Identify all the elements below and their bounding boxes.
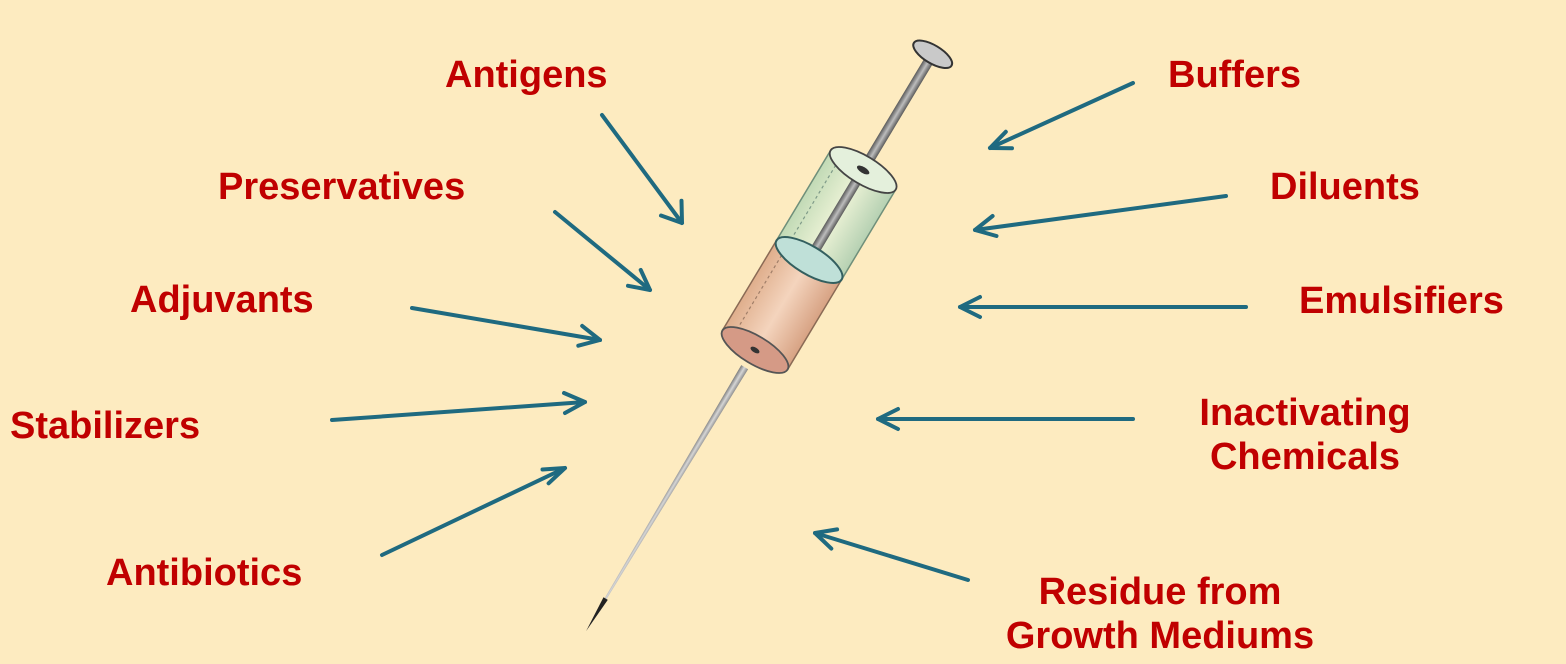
arrow-inactivating-chemicals: [878, 409, 1133, 429]
label-adjuvants: Adjuvants: [130, 278, 314, 322]
arrow-antibiotics: [382, 468, 565, 555]
label-stabilizers: Stabilizers: [10, 404, 200, 448]
label-residue-growth-mediums: Residue from Growth Mediums: [980, 570, 1340, 658]
label-diluents: Diluents: [1270, 165, 1420, 209]
arrow-stabilizers: [332, 393, 585, 420]
arrow-preservatives: [555, 212, 650, 290]
label-antibiotics: Antibiotics: [106, 551, 302, 595]
arrow-emulsifiers: [960, 297, 1246, 317]
syringe-thumb-rest: [909, 35, 956, 73]
label-inactivating-chemicals: Inactivating Chemicals: [1160, 391, 1450, 479]
label-residue-line2: Growth Mediums: [980, 614, 1340, 658]
syringe-needle: [583, 365, 748, 633]
syringe-icon: [553, 27, 969, 651]
arrow-antigens: [602, 115, 682, 223]
label-buffers: Buffers: [1168, 53, 1301, 97]
label-residue-line1: Residue from: [980, 570, 1340, 614]
label-emulsifiers: Emulsifiers: [1299, 279, 1504, 323]
label-inactivating-line1: Inactivating: [1160, 391, 1450, 435]
arrow-adjuvants: [412, 308, 600, 346]
arrow-diluents: [975, 196, 1226, 236]
label-inactivating-line2: Chemicals: [1160, 435, 1450, 479]
arrow-residue-growth-mediums: [815, 529, 968, 580]
label-antigens: Antigens: [445, 53, 608, 97]
arrow-buffers: [990, 83, 1133, 148]
label-preservatives: Preservatives: [218, 165, 465, 209]
